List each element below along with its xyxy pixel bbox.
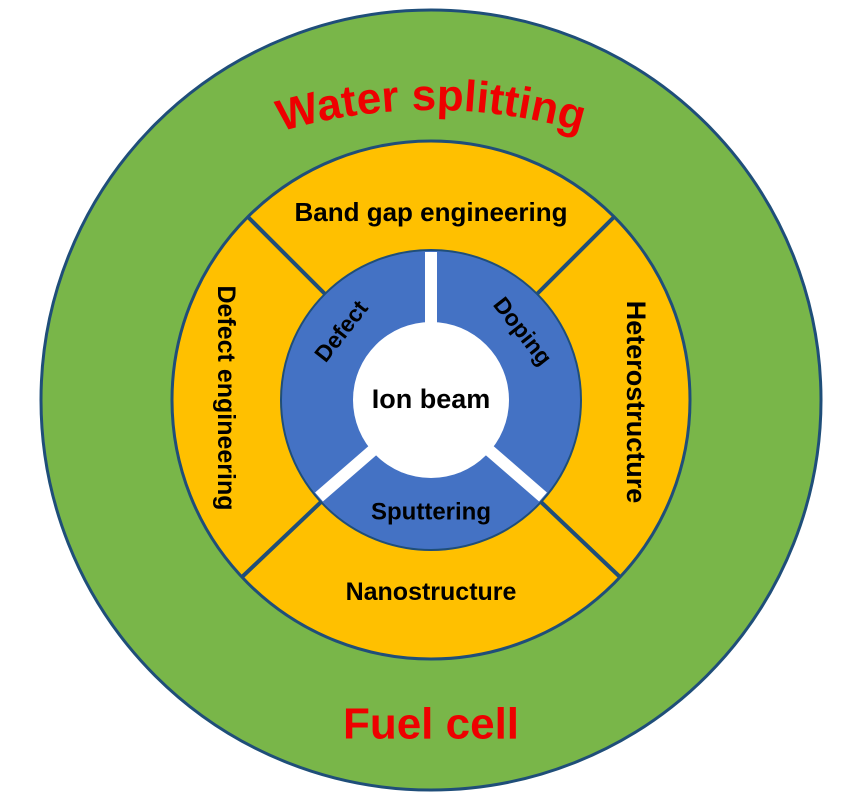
segment-divider-bottom-left [240,500,323,579]
fuel-cell-label: Fuel cell [343,700,519,749]
segment-divider-bottom-right [539,500,622,579]
segment-divider-top-left [246,215,327,296]
center-circle [353,322,509,478]
defect-engineering-label: Defect engineering [212,285,240,510]
heterostructure-label: Heterostructure [621,301,651,504]
sputtering-label: Sputtering [371,499,491,526]
ion-beam-label: Ion beam [372,384,491,414]
nanostructure-label: Nanostructure [346,578,517,606]
segment-divider-top-right [535,215,616,296]
band-gap-engineering-label: Band gap engineering [294,197,567,227]
middle-ring-dividers [240,215,622,579]
